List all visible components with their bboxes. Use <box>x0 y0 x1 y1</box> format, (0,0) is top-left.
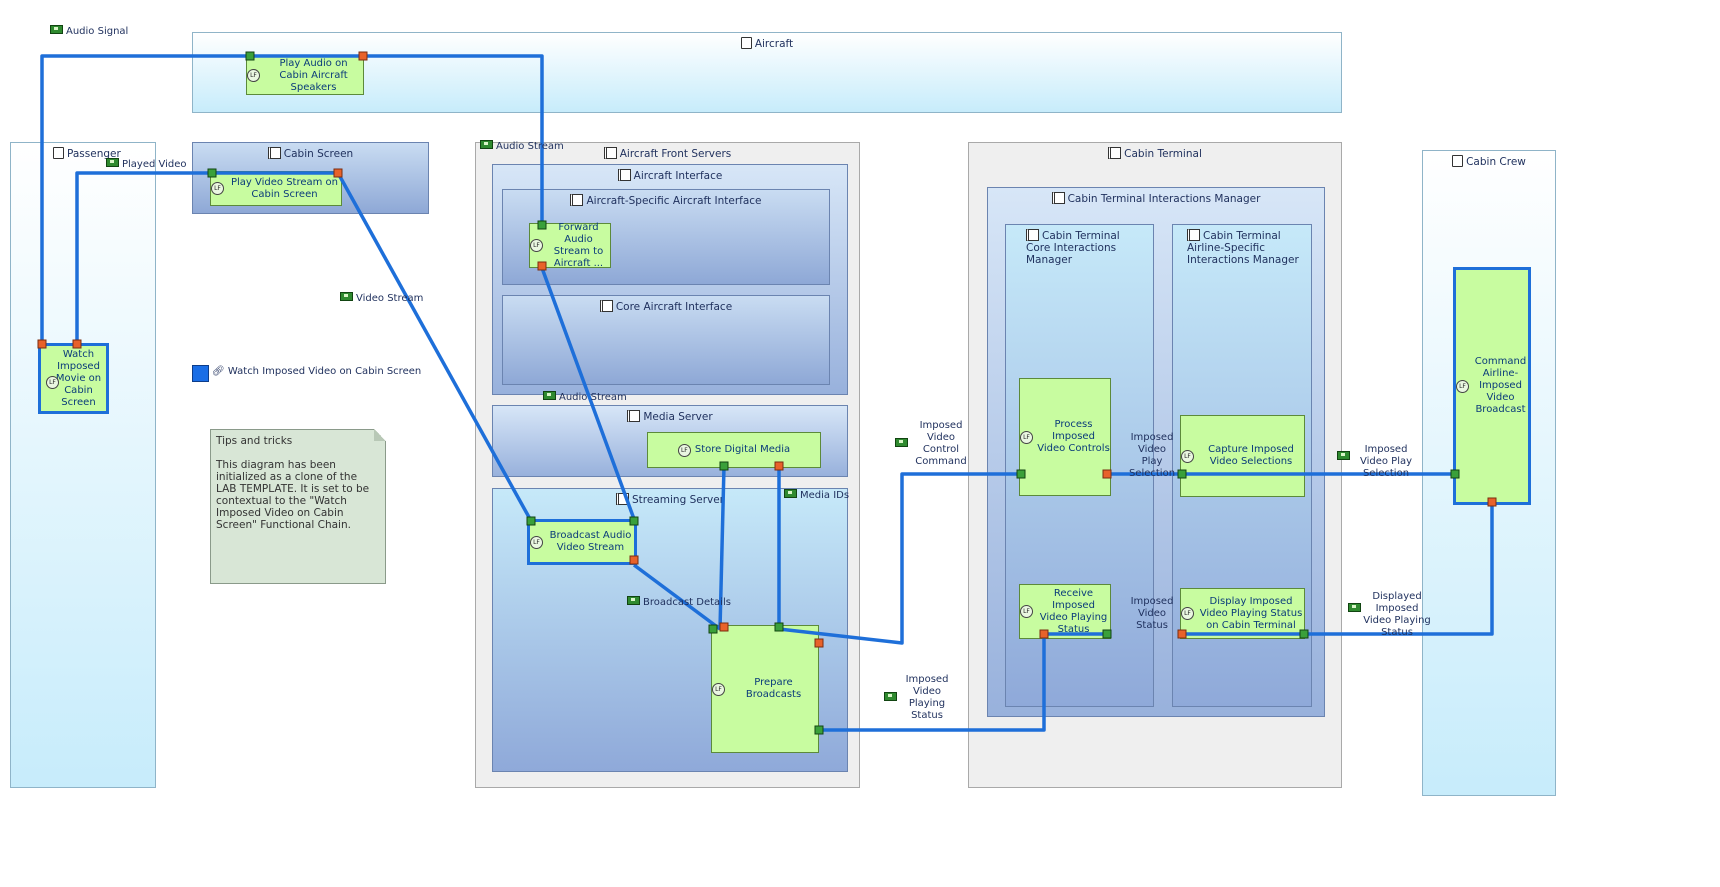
component-icon <box>599 300 613 312</box>
exchange-label-audio-signal[interactable]: Audio Signal <box>50 25 128 37</box>
logical-function-icon: LF <box>211 182 224 195</box>
exchange-label-audio-stream-top[interactable]: Audio Stream <box>480 140 564 152</box>
logical-function-icon: LF <box>1020 430 1033 444</box>
component-icon <box>616 493 629 505</box>
functional-exchange-icon <box>480 140 493 149</box>
media-server-title: Media Server <box>643 411 713 423</box>
logical-function-icon: LF <box>1456 379 1469 393</box>
streaming-server-title: Streaming Server <box>632 494 724 506</box>
exchange-label-broadcast-details[interactable]: Broadcast Details <box>627 596 731 608</box>
cabin-terminal-title: Cabin Terminal <box>1124 148 1202 160</box>
functional-exchange-icon <box>784 489 797 498</box>
aircraft-container[interactable]: Aircraft <box>192 32 1342 113</box>
exchange-label-play-selection-right[interactable]: Imposed Video Play Selection <box>1337 444 1421 480</box>
functional-exchange-icon <box>50 25 63 34</box>
exchange-label-play-selection-mid[interactable]: Imposed Video Play Selection <box>1128 432 1176 479</box>
component-icon <box>1187 229 1200 241</box>
chain-link-icon: 🔗︎ <box>212 366 225 377</box>
logical-function-icon: LF <box>46 376 59 389</box>
aircraft-specific-interface-title: Aircraft-Specific Aircraft Interface <box>586 195 762 207</box>
cabin-terminal-interactions-manager-title: Cabin Terminal Interactions Manager <box>1067 193 1261 205</box>
component-icon <box>740 37 752 49</box>
component-icon <box>1026 229 1039 241</box>
core-interactions-manager-title: Cabin Terminal Core Interactions Manager <box>1026 230 1120 266</box>
exchange-label-media-ids[interactable]: Media IDs <box>784 489 849 501</box>
component-icon <box>603 147 617 159</box>
logical-function-icon: LF <box>247 69 260 82</box>
logical-function-icon: LF <box>712 682 725 696</box>
tips-note[interactable]: Tips and tricks This diagram has been in… <box>210 429 386 584</box>
functional-exchange-icon <box>884 692 897 701</box>
exchange-label-displayed-status[interactable]: Displayed Imposed Video Playing Status <box>1348 591 1432 639</box>
aircraft-title: Aircraft <box>754 38 794 50</box>
functional-exchange-icon <box>1337 451 1350 460</box>
functional-chain-legend[interactable]: 🔗︎ Watch Imposed Video on Cabin Screen <box>212 366 421 377</box>
functional-exchange-icon <box>895 438 908 447</box>
cabin-screen-title: Cabin Screen <box>283 148 354 160</box>
exchange-label-status[interactable]: Imposed Video Status <box>1130 596 1174 631</box>
exchange-label-control-command[interactable]: Imposed Video Control Command <box>895 420 973 468</box>
component-icon <box>570 194 584 206</box>
logical-function-icon: LF <box>530 239 543 252</box>
component-icon <box>627 410 641 422</box>
aircraft-front-servers-title: Aircraft Front Servers <box>619 148 732 160</box>
actor-icon <box>1452 155 1464 167</box>
component-icon <box>617 169 631 181</box>
core-aircraft-interface-title: Core Aircraft Interface <box>615 301 733 313</box>
logical-function-icon: LF <box>1181 607 1194 620</box>
core-aircraft-interface-container[interactable]: Core Aircraft Interface <box>502 295 830 385</box>
logical-function-icon: LF <box>677 443 691 457</box>
exchange-label-played-video[interactable]: Played Video <box>106 158 187 170</box>
logical-function-icon: LF <box>1020 605 1033 618</box>
airline-specific-manager-title: Cabin Terminal Airline-Specific Interact… <box>1187 230 1299 266</box>
cabin-crew-title: Cabin Crew <box>1466 156 1526 168</box>
component-icon <box>267 147 281 159</box>
functional-chain-legend-label: Watch Imposed Video on Cabin Screen <box>227 366 422 377</box>
component-icon <box>1051 192 1065 204</box>
component-icon <box>1108 147 1122 159</box>
exchange-label-playing-status[interactable]: Imposed Video Playing Status <box>884 674 956 722</box>
tips-note-title: Tips and tricks <box>216 435 293 447</box>
functional-exchange-icon <box>543 391 556 400</box>
logical-function-icon: LF <box>1181 449 1194 463</box>
actor-icon <box>53 147 64 159</box>
functional-exchange-icon <box>627 596 640 605</box>
functional-chain-legend-square[interactable] <box>192 365 209 382</box>
logical-function-icon: LF <box>530 535 543 549</box>
tips-note-body: This diagram has been initialized as a c… <box>216 459 370 531</box>
aircraft-interface-title: Aircraft Interface <box>633 170 723 182</box>
functional-exchange-icon <box>1348 603 1361 612</box>
passenger-container[interactable]: Passenger <box>10 142 156 788</box>
exchange-label-video-stream[interactable]: Video Stream <box>340 292 423 304</box>
functional-exchange-icon <box>340 292 353 301</box>
exchange-label-audio-stream-mid[interactable]: Audio Stream <box>543 391 627 403</box>
functional-exchange-icon <box>106 158 119 167</box>
